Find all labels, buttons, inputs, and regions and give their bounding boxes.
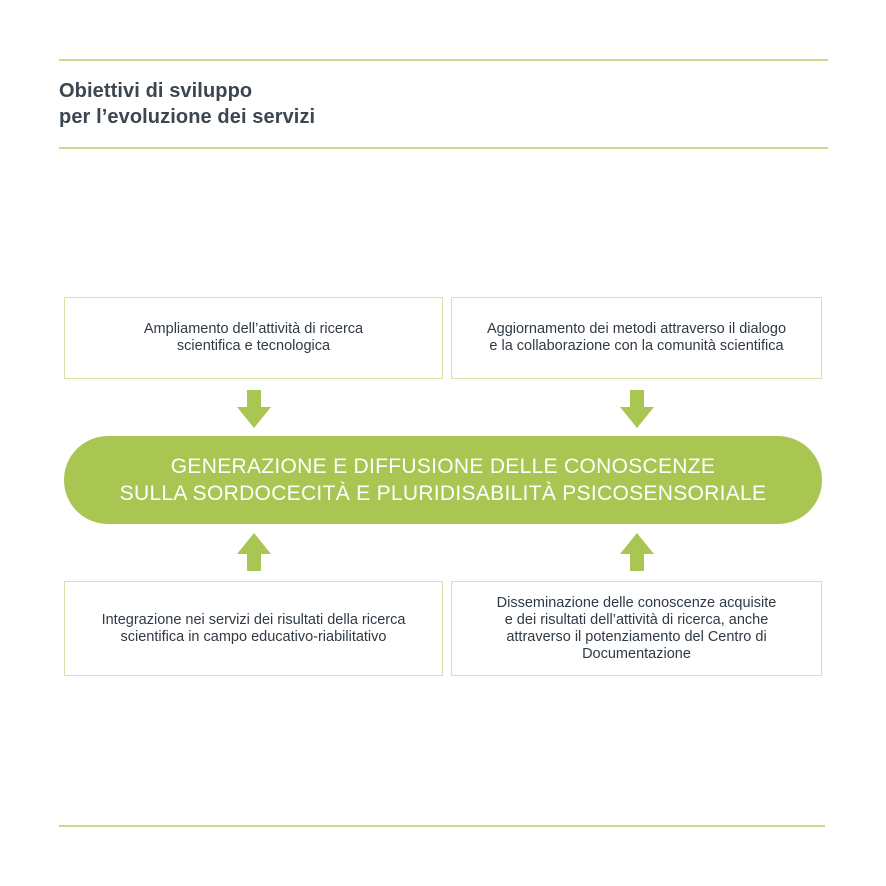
arrow-down-icon: [620, 390, 654, 428]
arrow-down-icon: [237, 390, 271, 428]
central-goal-pill: GENERAZIONE E DIFFUSIONE DELLE CONOSCENZ…: [64, 436, 822, 524]
arrow-up-icon: [620, 533, 654, 571]
box-services-integration: Integrazione nei servizi dei risultati d…: [64, 581, 443, 676]
box-text-line: Disseminazione delle conoscenze acquisit…: [496, 594, 777, 611]
box-text-line: e la collaborazione con la comunità scie…: [489, 338, 784, 354]
box-text-line: attraverso il potenziamento del Centro d…: [506, 628, 767, 645]
box-research-expansion-text: Ampliamento dell’attività di ricerca sci…: [144, 321, 363, 355]
box-text-line: scientifica e tecnologica: [176, 338, 331, 354]
page-title: Obiettivi di sviluppo per l’evoluzione d…: [59, 78, 315, 130]
box-knowledge-dissemination-text: Disseminazione delle conoscenze acquisit…: [497, 595, 777, 663]
page-title-line-1: Obiettivi di sviluppo: [59, 80, 253, 102]
box-knowledge-dissemination: Disseminazione delle conoscenze acquisit…: [451, 581, 822, 676]
box-text-line: Aggiornamento dei metodi attraverso il d…: [486, 321, 787, 337]
box-text-line: scientifica in campo educativo-riabilita…: [120, 628, 387, 645]
box-text-line: Ampliamento dell’attività di ricerca: [143, 321, 364, 337]
top-rule: [59, 59, 828, 61]
page-title-line-2: per l’evoluzione dei servizi: [59, 106, 316, 128]
title-bottom-rule: [59, 147, 828, 149]
box-text-line: e dei risultati dell’attività di ricerca…: [504, 611, 769, 628]
central-goal-text: GENERAZIONE E DIFFUSIONE DELLE CONOSCENZ…: [120, 453, 767, 507]
central-goal-line-1: GENERAZIONE E DIFFUSIONE DELLE CONOSCENZ…: [170, 455, 716, 478]
box-text-line: Documentazione: [582, 645, 691, 662]
box-text-line: Integrazione nei servizi dei risultati d…: [101, 611, 406, 628]
box-methods-update: Aggiornamento dei metodi attraverso il d…: [451, 297, 822, 379]
bottom-rule: [59, 825, 825, 827]
box-research-expansion: Ampliamento dell’attività di ricerca sci…: [64, 297, 443, 379]
central-goal-line-2: SULLA SORDOCECITÀ E PLURIDISABILITÀ PSIC…: [119, 482, 767, 505]
arrow-up-icon: [237, 533, 271, 571]
box-methods-update-text: Aggiornamento dei metodi attraverso il d…: [487, 321, 786, 355]
box-services-integration-text: Integrazione nei servizi dei risultati d…: [102, 612, 406, 646]
